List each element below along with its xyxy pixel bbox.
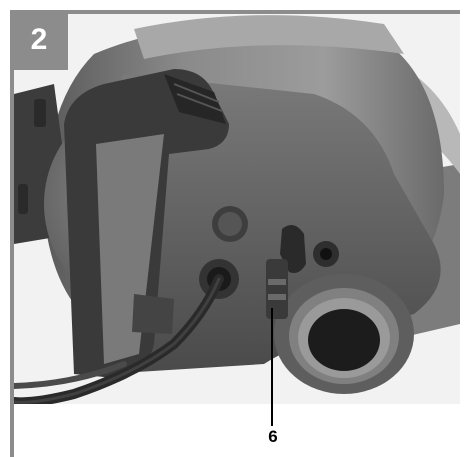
pump-photo [14,14,460,404]
callout-line-6 [271,308,273,426]
callout-label-6: 6 [268,427,278,446]
figure-frame-top [10,10,460,14]
figure-number-badge: 2 [10,10,68,70]
figure-number: 2 [30,23,48,56]
figure-frame-left [10,10,14,457]
